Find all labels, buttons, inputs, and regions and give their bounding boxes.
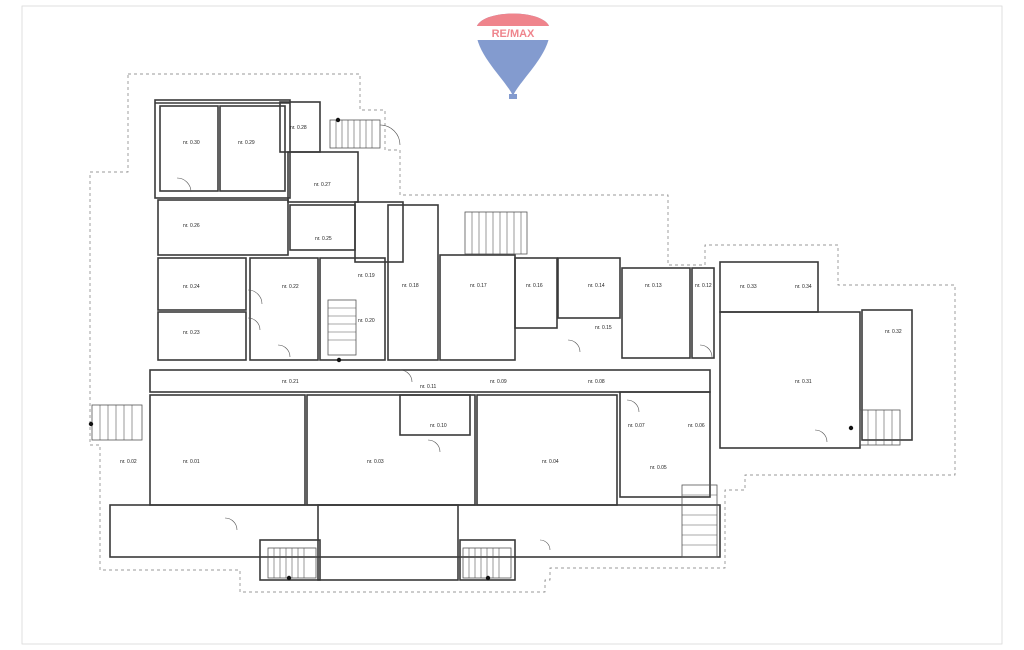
room-label-0-25: nr. 0.25 bbox=[315, 236, 332, 242]
room-label-0-14: nr. 0.14 bbox=[588, 283, 605, 289]
room-label-0-08: nr. 0.08 bbox=[588, 379, 605, 385]
room-label-0-16: nr. 0.16 bbox=[526, 283, 543, 289]
room-label-0-34: nr. 0.34 bbox=[795, 284, 812, 290]
room-label-0-15: nr. 0.15 bbox=[595, 325, 612, 331]
room-label-0-09: nr. 0.09 bbox=[490, 379, 507, 385]
room-label-0-24: nr. 0.24 bbox=[183, 284, 200, 290]
room-label-0-18: nr. 0.18 bbox=[402, 283, 419, 289]
room-labels: nr. 0.30 nr. 0.29 nr. 0.28 nr. 0.27 nr. … bbox=[120, 125, 902, 471]
room-label-0-02: nr. 0.02 bbox=[120, 459, 137, 465]
site-outline bbox=[89, 73, 956, 593]
column-markers bbox=[88, 117, 854, 581]
door-swings bbox=[176, 124, 828, 551]
room-label-0-26: nr. 0.26 bbox=[183, 223, 200, 229]
room-label-0-19: nr. 0.19 bbox=[358, 273, 375, 279]
room-label-0-01: nr. 0.01 bbox=[183, 459, 200, 465]
room-label-0-20: nr. 0.20 bbox=[358, 318, 375, 324]
room-label-0-23: nr. 0.23 bbox=[183, 330, 200, 336]
room-label-0-07: nr. 0.07 bbox=[628, 423, 645, 429]
room-label-0-10: nr. 0.10 bbox=[430, 423, 447, 429]
room-label-0-11: nr. 0.11 bbox=[420, 384, 437, 390]
room-label-0-21: nr. 0.21 bbox=[282, 379, 299, 385]
room-label-0-27: nr. 0.27 bbox=[314, 182, 331, 188]
room-label-0-29: nr. 0.29 bbox=[238, 140, 255, 146]
room-label-0-05: nr. 0.05 bbox=[650, 465, 667, 471]
room-label-0-03: nr. 0.03 bbox=[367, 459, 384, 465]
room-label-0-32: nr. 0.32 bbox=[885, 329, 902, 335]
building-walls bbox=[109, 99, 913, 581]
room-label-0-13: nr. 0.13 bbox=[645, 283, 662, 289]
remax-logo: RE/MAX bbox=[476, 13, 550, 99]
room-label-0-04: nr. 0.04 bbox=[542, 459, 559, 465]
room-label-0-30: nr. 0.30 bbox=[183, 140, 200, 146]
room-label-0-12: nr. 0.12 bbox=[695, 283, 712, 289]
room-label-0-33: nr. 0.33 bbox=[740, 284, 757, 290]
room-label-0-31: nr. 0.31 bbox=[795, 379, 812, 385]
room-label-0-22: nr. 0.22 bbox=[282, 284, 299, 290]
room-label-0-06: nr. 0.06 bbox=[688, 423, 705, 429]
room-label-0-17: nr. 0.17 bbox=[470, 283, 487, 289]
staircases bbox=[91, 119, 901, 579]
page-frame bbox=[21, 5, 1003, 645]
room-label-0-28: nr. 0.28 bbox=[290, 125, 307, 131]
logo-text: RE/MAX bbox=[492, 28, 535, 40]
